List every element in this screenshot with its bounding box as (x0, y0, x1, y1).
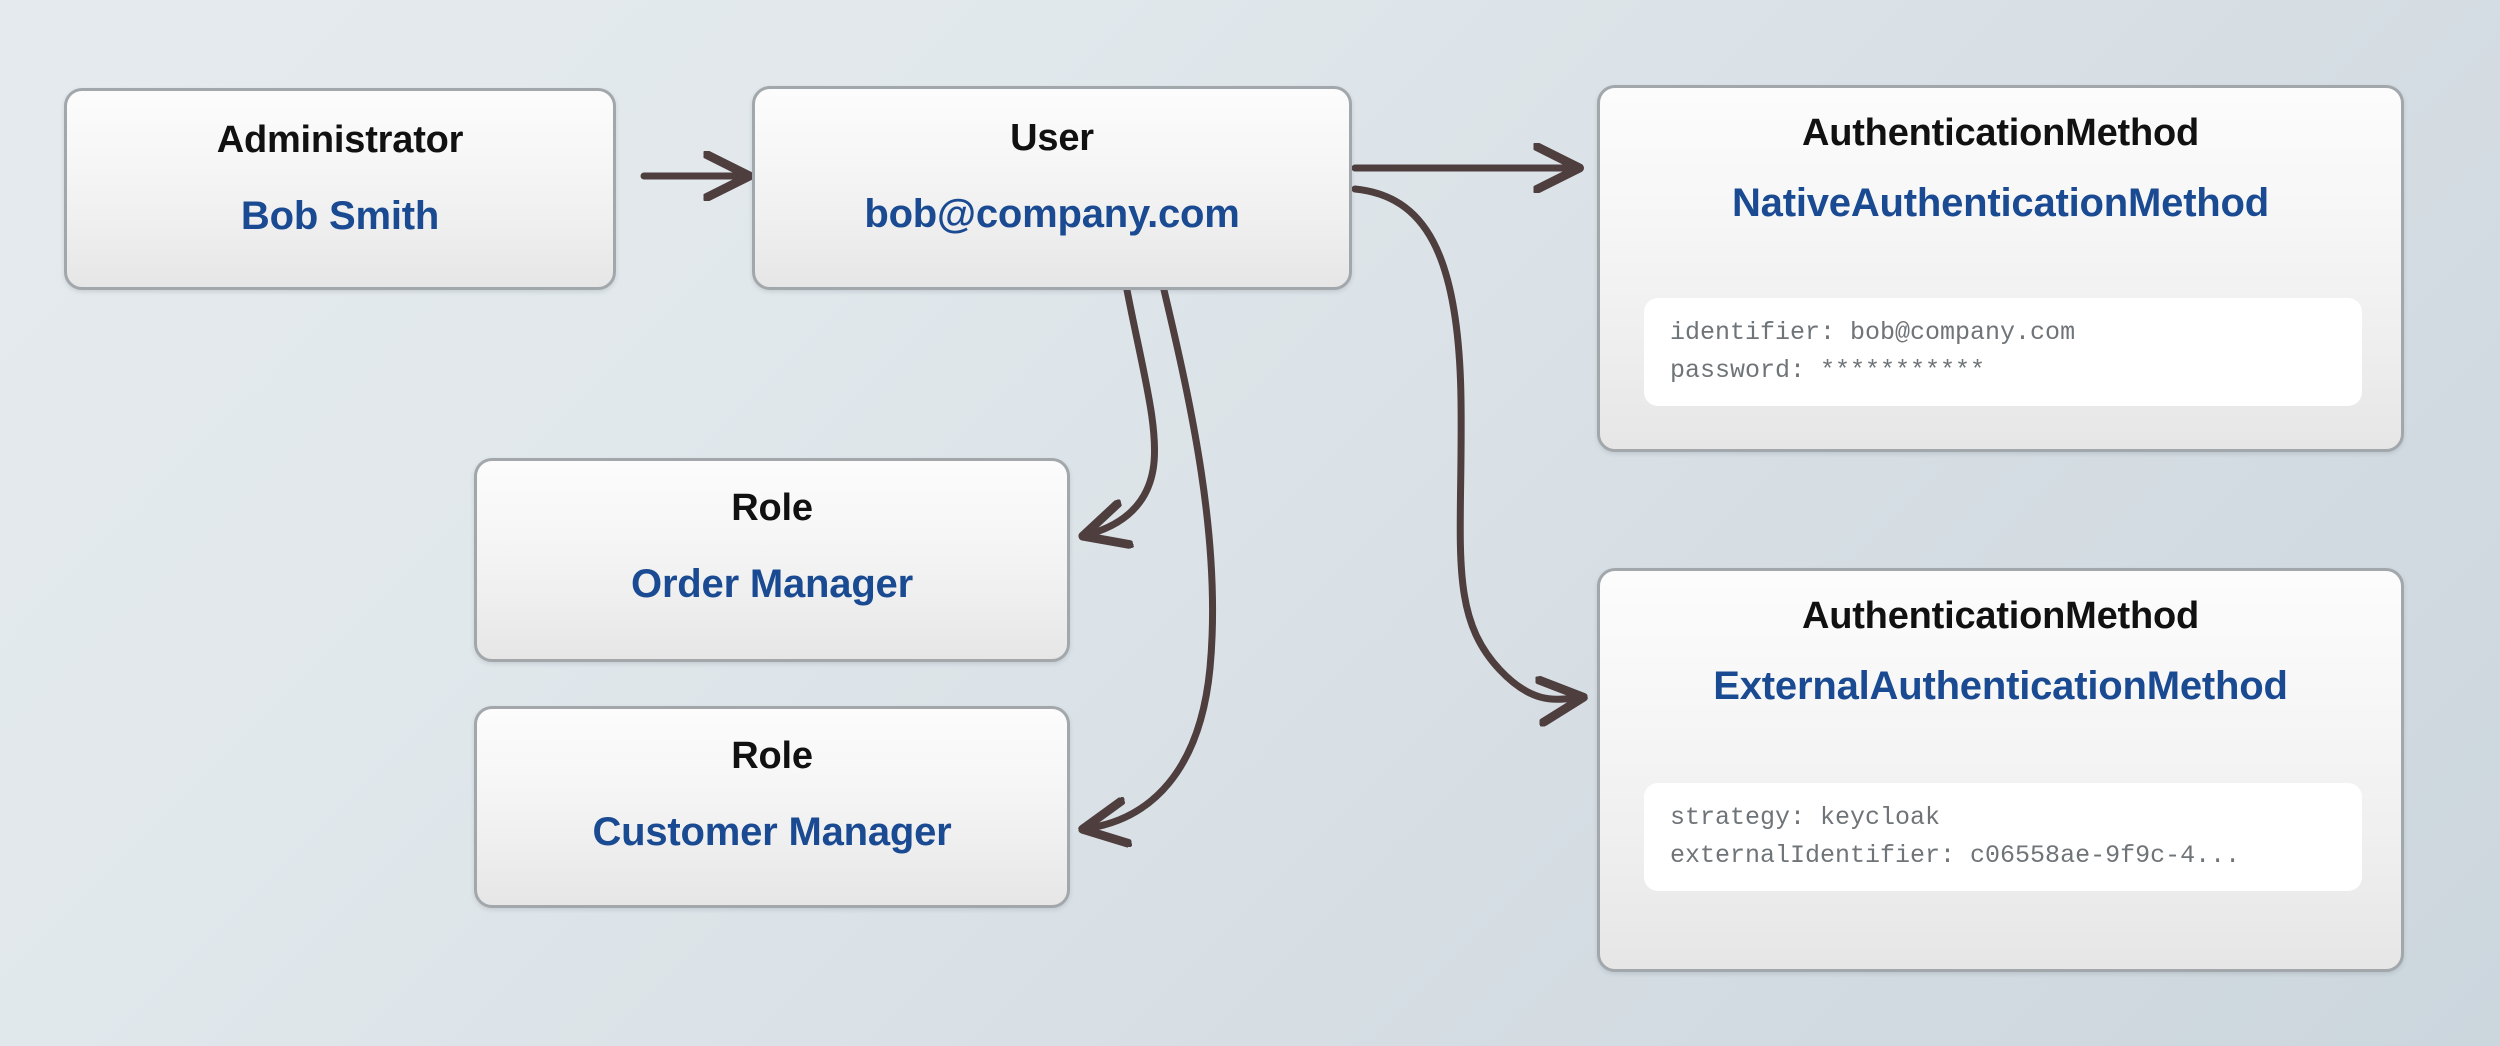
detail-external-identifier: externalIdentifier: c06558ae-9f9c-4... (1670, 841, 2241, 870)
node-user-type: User (1010, 117, 1094, 159)
edge-user-to-role-customer (1090, 286, 1217, 828)
detail-password: password: *********** (1670, 356, 1986, 385)
node-role-order-manager[interactable]: Role Order Manager (474, 458, 1070, 662)
node-administrator-label: Bob Smith (240, 193, 440, 238)
node-role-customer-label: Customer Manager (592, 809, 952, 854)
node-auth-native-type: AuthenticationMethod (1801, 112, 2200, 154)
node-role-customer-manager[interactable]: Role Customer Manager (474, 706, 1070, 908)
node-user-label: bob@company.com (864, 191, 1240, 236)
node-auth-external-label: ExternalAuthenticationMethod (1713, 663, 2288, 708)
detail-identifier: identifier: bob@company.com (1670, 318, 2076, 347)
node-auth-external-details: strategy: keycloak externalIdentifier: c… (1644, 783, 2362, 891)
node-user[interactable]: User bob@company.com (752, 86, 1352, 290)
node-auth-native-label: NativeAuthenticationMethod (1731, 180, 2270, 225)
detail-strategy: strategy: keycloak (1670, 803, 1941, 832)
node-role-order-label: Order Manager (631, 561, 913, 606)
node-administrator-type: Administrator (216, 119, 464, 161)
node-auth-native-details: identifier: bob@company.com password: **… (1644, 298, 2362, 406)
node-native-authentication-method[interactable]: AuthenticationMethod NativeAuthenticatio… (1597, 85, 2404, 452)
edge-user-to-role-order (1090, 286, 1159, 534)
node-role-customer-type: Role (731, 735, 813, 777)
node-auth-external-type: AuthenticationMethod (1801, 595, 2200, 637)
node-role-order-type: Role (731, 487, 813, 529)
edge-user-to-auth-external (1351, 185, 1576, 699)
node-administrator[interactable]: Administrator Bob Smith (64, 88, 616, 290)
node-external-authentication-method[interactable]: AuthenticationMethod ExternalAuthenticat… (1597, 568, 2404, 972)
